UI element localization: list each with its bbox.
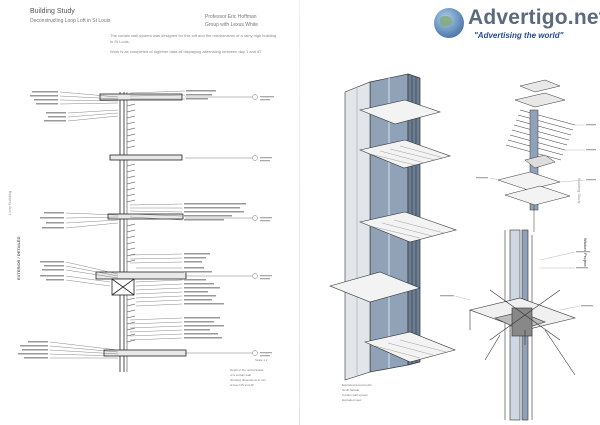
label-stubs-right: [184, 90, 246, 339]
exploded-assembly: [497, 79, 576, 232]
shelf-slats: [369, 145, 447, 359]
caption-line: showing dimensions in mm: [230, 378, 267, 382]
intro-paragraph: The curtain wall system was designed for…: [110, 33, 277, 44]
authors: Professor Eric Hoffman Group with Lexus …: [205, 13, 258, 29]
scale-note: Scale 1:2: [255, 358, 268, 362]
floor-slab: [109, 154, 183, 161]
author-line: Professor Eric Hoffman: [205, 14, 257, 20]
junction-detail: [468, 229, 577, 421]
level-markers: [185, 94, 258, 356]
caption-line: Exploded Axonometric: [342, 383, 372, 387]
floor-slab: [99, 93, 183, 101]
intro-paragraph: Work is as completed of together data al…: [110, 49, 263, 54]
caption-line: North facade: [342, 388, 360, 392]
author-line: Group with Lexus White: [205, 22, 259, 28]
globe-icon: [434, 8, 464, 38]
caption-line: Curtain wall system: [342, 393, 369, 397]
advertigo-watermark: Advertigo.net "Advertising the world": [432, 4, 600, 48]
junction-leaders: [454, 251, 581, 311]
exploded-leaders: [489, 124, 586, 183]
floor-slab: [107, 213, 184, 220]
bracket-brace: [111, 278, 135, 296]
intro-text: The curtain wall system was designed for…: [110, 33, 280, 59]
watermark-name: Advertigo.net: [468, 6, 600, 29]
caption-line: of a curtain wall: [230, 373, 251, 377]
leader-lines-right: [129, 90, 186, 341]
caption-line: at level 45 and 46: [230, 383, 254, 387]
level-labels: [260, 96, 274, 357]
louvre-group: [126, 103, 136, 343]
junction-labels: [440, 124, 596, 307]
drawing-caption: Detail of the north facade of a curtain …: [230, 368, 266, 388]
sunshade-shelves: [329, 99, 458, 363]
caption-line: Detail of the north facade: [230, 368, 264, 372]
caption-line: Exploded view: [342, 398, 362, 402]
axonometric-caption: Exploded Axonometric North facade Curtai…: [342, 383, 372, 403]
watermark-tagline: "Advertising the world": [474, 31, 564, 40]
label-stubs-left: [18, 91, 66, 359]
page-title: Building Study: [30, 8, 75, 15]
page-subtitle: Deconstructing Loop Loft in St Louis: [30, 18, 111, 24]
leader-lines-left: [49, 91, 119, 359]
